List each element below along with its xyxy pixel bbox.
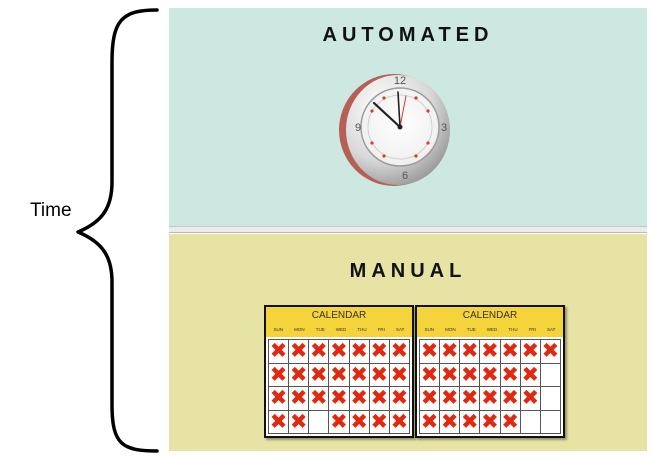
calendar-cell-crossed <box>329 387 349 410</box>
calendar-cell <box>309 410 329 433</box>
calendar-cell-crossed <box>349 387 369 410</box>
calendar-cell-crossed <box>500 363 520 386</box>
clock-numeral-3: 3 <box>441 122 447 134</box>
calendar-cell-crossed <box>369 340 389 363</box>
calendar-cell <box>520 410 540 433</box>
calendar-1: CALENDAR SUN MON TUE WED THU FRI SAT <box>264 305 414 438</box>
clock-numeral-12: 12 <box>394 75 406 87</box>
calendar-header: CALENDAR SUN MON TUE WED THU FRI SAT <box>266 307 412 337</box>
calendar-weekday: TUE <box>466 327 476 332</box>
calendar-cell-crossed <box>440 387 460 410</box>
calendar-cell-crossed <box>369 363 389 386</box>
calendar-2: CALENDAR SUN MON TUE WED THU FRI SAT <box>415 305 565 438</box>
panel-separator <box>169 226 647 233</box>
clock-numeral-6: 6 <box>402 170 408 182</box>
calendar-weekday: TUE <box>315 327 325 332</box>
calendar-weekday: SUN <box>273 327 284 332</box>
calendar-cell-crossed <box>520 387 540 410</box>
calendar-header: CALENDAR SUN MON TUE WED THU FRI SAT <box>417 307 563 337</box>
calendar-weekday: FRI <box>377 327 385 332</box>
calendar-cell-crossed <box>269 387 289 410</box>
calendar-cell-crossed <box>420 387 440 410</box>
calendar-cell-crossed <box>500 410 520 433</box>
calendar-weekday: FRI <box>528 327 536 332</box>
calendar-cell-crossed <box>309 387 329 410</box>
calendar-title: CALENDAR <box>311 310 367 321</box>
calendar-cell-crossed <box>289 363 309 386</box>
calendar-cell-crossed <box>520 340 540 363</box>
calendar-cell-crossed <box>480 340 500 363</box>
clock-numeral-9: 9 <box>355 122 361 134</box>
calendar-cell-crossed <box>329 340 349 363</box>
calendar-cell-crossed <box>289 387 309 410</box>
calendar-cell-crossed <box>389 363 409 386</box>
calendar-cell-crossed <box>329 410 349 433</box>
calendar-cell-crossed <box>420 363 440 386</box>
calendar-cell-crossed <box>389 340 409 363</box>
calendar-cell-crossed <box>460 363 480 386</box>
calendar-grid <box>419 339 561 434</box>
calendar-grid <box>268 339 410 434</box>
curly-brace <box>76 8 159 453</box>
calendar-weekdays: SUN MON TUE WED THU FRI SAT <box>419 327 561 332</box>
calendar-cell <box>540 410 560 433</box>
calendar-cell-crossed <box>420 340 440 363</box>
calendar-weekday: WED <box>335 327 347 332</box>
calendar-cell-crossed <box>480 363 500 386</box>
calendar-cell-crossed <box>500 340 520 363</box>
calendar-cell-crossed <box>480 410 500 433</box>
calendar-cell-crossed <box>269 363 289 386</box>
calendar-cell-crossed <box>420 410 440 433</box>
calendar-cell-crossed <box>460 340 480 363</box>
calendar-cell-crossed <box>309 340 329 363</box>
calendar-weekday: THU <box>357 327 367 332</box>
calendar-cell-crossed <box>269 340 289 363</box>
calendar-cell-crossed <box>500 387 520 410</box>
calendar-weekday: MON <box>294 327 305 332</box>
calendar-cell-crossed <box>369 410 389 433</box>
calendar-cell-crossed <box>480 387 500 410</box>
calendar-cell-crossed <box>289 410 309 433</box>
calendar-weekday: WED <box>486 327 498 332</box>
calendar-cell-crossed <box>349 340 369 363</box>
calendar-cell-crossed <box>289 340 309 363</box>
calendar-cell-crossed <box>309 363 329 386</box>
calendar-cell-crossed <box>540 340 560 363</box>
calendar-weekday: MON <box>445 327 456 332</box>
calendar-weekday: THU <box>508 327 518 332</box>
calendar-cell-crossed <box>269 410 289 433</box>
calendar-cell-crossed <box>520 363 540 386</box>
calendar-cell-crossed <box>460 387 480 410</box>
calendar-cell-crossed <box>349 410 369 433</box>
calendar-title: CALENDAR <box>462 310 518 321</box>
clock-icon: 12 3 6 9 <box>339 74 450 186</box>
automated-heading: AUTOMATED <box>322 24 494 46</box>
calendar-weekday: SUN <box>424 327 435 332</box>
calendar-cell-crossed <box>440 410 460 433</box>
time-label: Time <box>30 200 72 221</box>
calendar-cell-crossed <box>369 387 389 410</box>
calendar-weekdays: SUN MON TUE WED THU FRI SAT <box>268 327 410 332</box>
calendar-cell-crossed <box>389 410 409 433</box>
calendar-weekday: SAT <box>547 327 556 332</box>
manual-heading: MANUAL <box>349 260 467 282</box>
calendar-cell-crossed <box>349 363 369 386</box>
calendar-cell-crossed <box>440 340 460 363</box>
calendar-cell-crossed <box>389 387 409 410</box>
calendar-cell-crossed <box>329 363 349 386</box>
calendar-cell <box>540 363 560 386</box>
calendar-cell-crossed <box>460 410 480 433</box>
calendar-weekday: SAT <box>396 327 405 332</box>
calendar-cell-crossed <box>440 363 460 386</box>
calendar-cell <box>540 387 560 410</box>
